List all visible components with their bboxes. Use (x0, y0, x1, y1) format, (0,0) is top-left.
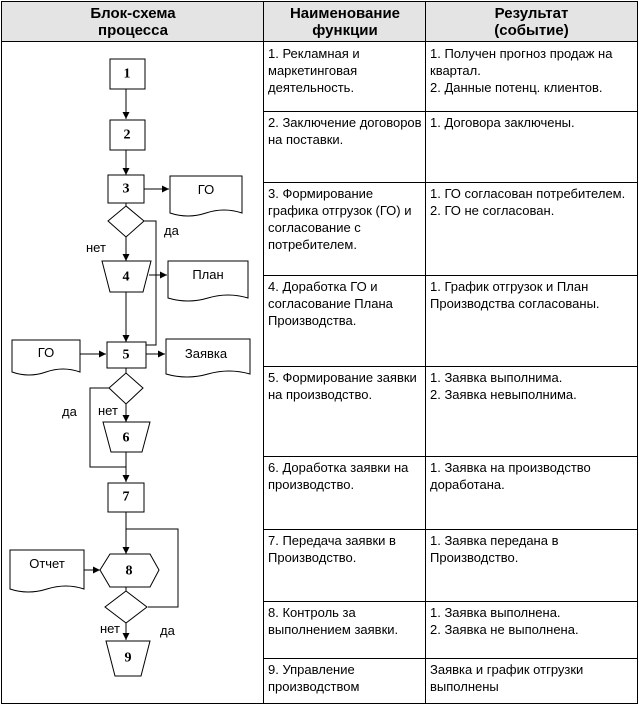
branch-label-yes: да (160, 623, 176, 638)
header-result: Результат(событие) (426, 2, 637, 42)
document-go-left (11, 339, 81, 376)
header-flowchart-line1: Блок-схема (90, 4, 176, 22)
header-flowchart-line2: процесса (98, 21, 168, 39)
result-text: 1. Заявка на производство доработана. (430, 460, 591, 492)
document-label: ГО (38, 345, 54, 360)
column-divider (263, 2, 264, 703)
result-cell: 1. ГО согласован потребителем. 2. ГО не … (426, 182, 637, 275)
document-request (165, 338, 251, 378)
column-divider (425, 2, 426, 703)
step-number: 5 (123, 348, 130, 363)
function-cell: 1. Рекламная и маркетинговая деятельност… (264, 42, 426, 111)
table-row: 9. Управление производством Заявка и гра… (264, 658, 637, 703)
result-cell: 1. График отгрузок и План Производства с… (426, 275, 637, 366)
result-text: 1. ГО согласован потребителем. 2. ГО не … (430, 186, 626, 218)
decision-diamond (108, 372, 144, 405)
function-text: 3. Формирование графика отгрузок (ГО) и … (268, 186, 412, 252)
document-label: Заявка (185, 346, 228, 361)
function-text: 1. Рекламная и маркетинговая деятельност… (268, 46, 360, 95)
header-result-line1: Результат (494, 4, 569, 22)
function-cell: 6. Доработка заявки на производство. (264, 456, 426, 529)
function-cell: 7. Передача заявки в Производство. (264, 529, 426, 601)
branch-label-no: нет (98, 403, 118, 418)
feedback-line (126, 528, 179, 608)
header-result-line2: (событие) (494, 21, 569, 39)
document-plan (167, 260, 249, 302)
result-cell: 1. Заявка передана в Производство. (426, 529, 637, 601)
function-text: 8. Контроль за выполнением заявки. (268, 605, 399, 637)
function-text: 6. Доработка заявки на производство. (268, 460, 409, 492)
table-row: 4. Доработка ГО и согласование Плана Про… (264, 275, 637, 367)
result-text: Заявка и график отгрузки выполнены (430, 662, 584, 694)
branch-label-yes: да (164, 223, 180, 238)
step-number: 6 (123, 431, 130, 446)
result-text: 1. Получен прогноз продаж на квартал. 2.… (430, 46, 613, 95)
document-label: Отчет (29, 556, 65, 571)
step-number: 8 (126, 564, 133, 579)
result-cell: Заявка и график отгрузки выполнены (426, 658, 637, 703)
function-text: 9. Управление производством (268, 662, 360, 694)
table-row: 7. Передача заявки в Производство. 1. За… (264, 529, 637, 602)
document-go-top (169, 175, 243, 217)
function-cell: 3. Формирование графика отгрузок (ГО) и … (264, 182, 426, 275)
table-row: 8. Контроль за выполнением заявки. 1. За… (264, 601, 637, 659)
header-function-line1: Наименование (289, 4, 401, 22)
result-cell: 1. Заявка на производство доработана. (426, 456, 637, 529)
table-row: 3. Формирование графика отгрузок (ГО) и … (264, 182, 637, 276)
process-box-5 (106, 341, 147, 369)
result-text: 1. Договора заключены. (430, 115, 575, 130)
table-row: 5. Формирование заявки на производство. … (264, 366, 637, 457)
function-cell: 9. Управление производством (264, 658, 426, 703)
operation-trapezoid-4 (101, 260, 152, 293)
hexagon-8 (99, 553, 160, 588)
step-number: 4 (123, 270, 130, 285)
yes-branch-line (89, 387, 126, 468)
function-cell: 4. Доработка ГО и согласование Плана Про… (264, 275, 426, 366)
table-row: 2. Заключение договоров на поставки. 1. … (264, 111, 637, 183)
result-cell: 1. Договора заключены. (426, 111, 637, 182)
function-text: 7. Передача заявки в Производство. (268, 533, 396, 565)
branch-label-no: нет (100, 621, 120, 636)
header-function-line2: функции (312, 21, 378, 39)
result-text: 1. Заявка выполнима. 2. Заявка невыполни… (430, 370, 577, 402)
result-text: 1. График отгрузок и План Производства с… (430, 279, 600, 311)
step-number: 1 (124, 67, 131, 82)
function-text: 4. Доработка ГО и согласование Плана Про… (268, 279, 393, 328)
table-row: 1. Рекламная и маркетинговая деятельност… (264, 42, 637, 112)
process-flowchart: 1 2 3 4 5 6 7 8 9 ГО План ГО Заявка Отче… (9, 58, 251, 677)
document-report (9, 549, 85, 593)
step-number: 3 (123, 182, 130, 197)
operation-trapezoid-9 (105, 640, 151, 677)
result-text: 1. Заявка передана в Производство. (430, 533, 559, 565)
document-label: ГО (198, 182, 214, 197)
decision-diamond (104, 590, 148, 624)
operation-trapezoid-6 (102, 421, 151, 453)
branch-label-no: нет (86, 240, 106, 255)
process-box-1 (109, 58, 146, 90)
process-box-3 (107, 174, 145, 204)
function-text: 5. Формирование заявки на производство. (268, 370, 417, 402)
result-cell: 1. Заявка выполнима. 2. Заявка невыполни… (426, 366, 637, 456)
step-number: 7 (123, 490, 130, 505)
result-cell: 1. Заявка выполнена. 2. Заявка не выполн… (426, 601, 637, 658)
branch-label-yes: да (62, 404, 78, 419)
decision-diamond (107, 205, 145, 238)
table-row: 6. Доработка заявки на производство. 1. … (264, 456, 637, 530)
step-number: 9 (125, 651, 132, 666)
function-cell: 2. Заключение договоров на поставки. (264, 111, 426, 182)
function-cell: 5. Формирование заявки на производство. (264, 366, 426, 456)
result-text: 1. Заявка выполнена. 2. Заявка не выполн… (430, 605, 579, 637)
process-box-7 (107, 482, 145, 513)
process-box-2 (109, 119, 146, 151)
result-cell: 1. Получен прогноз продаж на квартал. 2.… (426, 42, 637, 111)
function-text: 2. Заключение договоров на поставки. (268, 115, 422, 147)
document-label: План (192, 267, 223, 282)
function-cell: 8. Контроль за выполнением заявки. (264, 601, 426, 658)
step-number: 2 (124, 128, 131, 143)
